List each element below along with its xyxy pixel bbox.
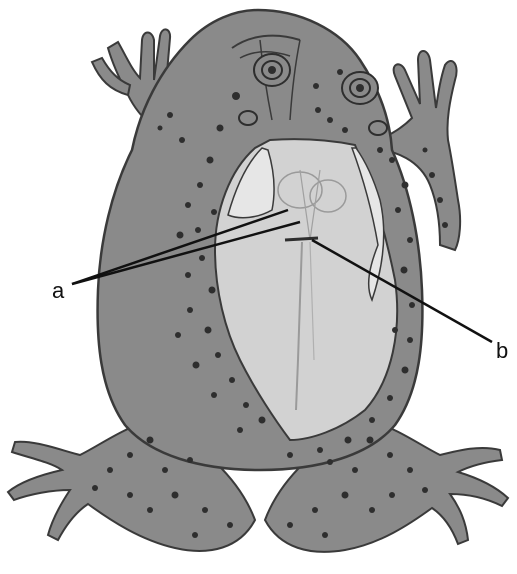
label-b: b bbox=[496, 338, 508, 363]
label-a: a bbox=[52, 278, 65, 303]
right-eye bbox=[342, 72, 378, 104]
left-eye bbox=[254, 54, 290, 86]
